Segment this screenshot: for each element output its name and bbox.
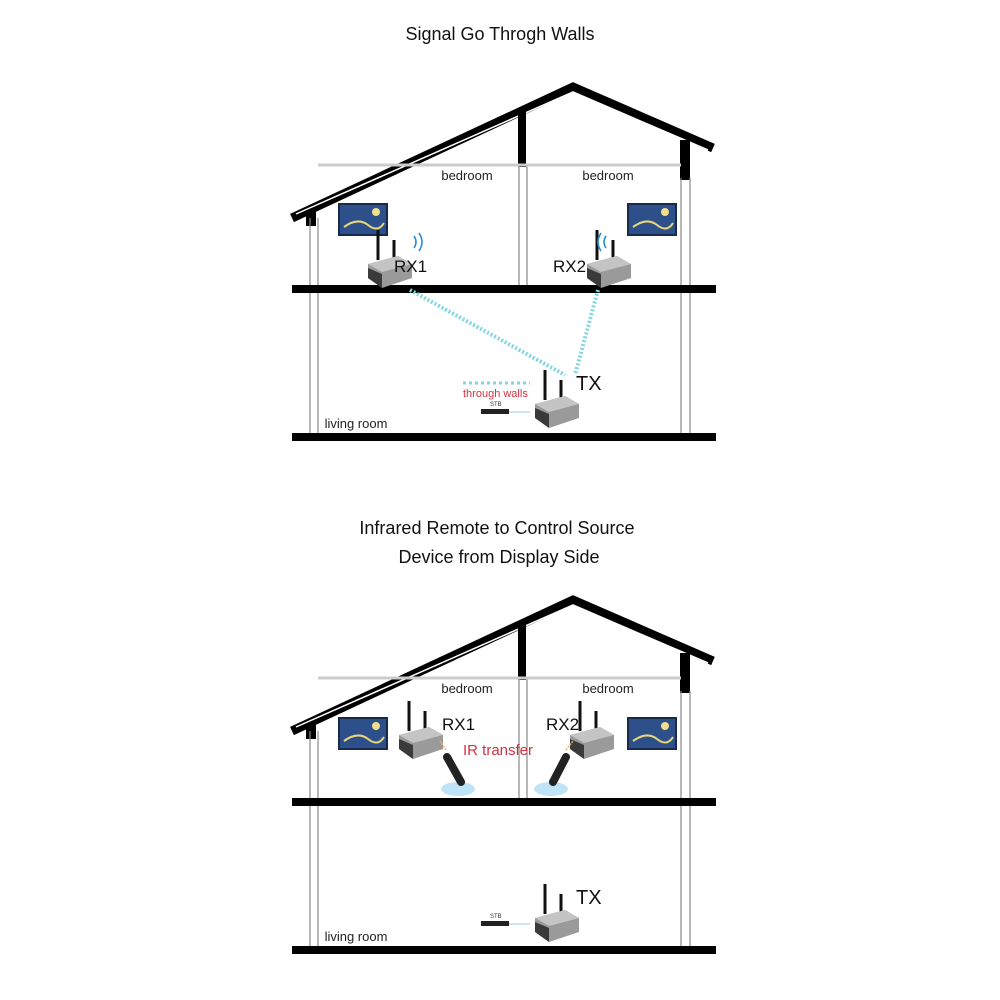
room-label-bedroom-2: bedroom xyxy=(582,681,633,696)
label-stb: STB xyxy=(490,914,502,920)
ir-beam xyxy=(565,740,574,751)
transmitter-tx-icon xyxy=(533,368,581,430)
ir-beam xyxy=(439,740,447,751)
room-label-living-room: living room xyxy=(325,929,388,944)
house-structure xyxy=(292,600,716,954)
title-ir-line2: Device from Display Side xyxy=(398,547,599,567)
room-label-bedroom-1: bedroom xyxy=(441,168,492,183)
label-rx2: RX2 xyxy=(553,257,586,276)
tv-icon xyxy=(337,202,389,237)
signal-path-rx1 xyxy=(409,288,566,377)
receiver-rx1-icon xyxy=(397,699,445,761)
remote-control-icon xyxy=(443,753,465,786)
tv-icon xyxy=(626,202,678,237)
room-label-bedroom-2: bedroom xyxy=(582,168,633,183)
remote-control-icon xyxy=(549,753,570,786)
title-signal-through-walls: Signal Go Throgh Walls xyxy=(405,24,594,44)
label-tx: TX xyxy=(576,887,602,909)
room-label-living-room: living room xyxy=(325,416,388,431)
set-top-box-icon xyxy=(481,921,509,926)
tv-icon xyxy=(626,716,678,751)
annotation-ir-transfer: IR transfer xyxy=(463,742,533,759)
room-label-bedroom-1: bedroom xyxy=(441,681,492,696)
signal-path-rx2 xyxy=(573,289,600,376)
title-ir-line1: Infrared Remote to Control Source xyxy=(359,518,634,538)
label-rx1: RX1 xyxy=(442,715,475,734)
wireless-icon xyxy=(597,232,607,252)
tv-icon xyxy=(337,716,389,751)
label-rx1: RX1 xyxy=(394,257,427,276)
glow xyxy=(534,782,568,796)
receiver-rx2-icon xyxy=(585,228,633,290)
set-top-box-icon xyxy=(481,409,509,414)
transmitter-tx-icon xyxy=(533,882,581,944)
label-tx: TX xyxy=(576,373,602,395)
annotation-through-walls: through walls xyxy=(463,388,528,400)
label-stb: STB xyxy=(490,402,502,408)
glow xyxy=(441,782,475,796)
label-rx2: RX2 xyxy=(546,715,579,734)
wireless-icon xyxy=(413,232,423,252)
